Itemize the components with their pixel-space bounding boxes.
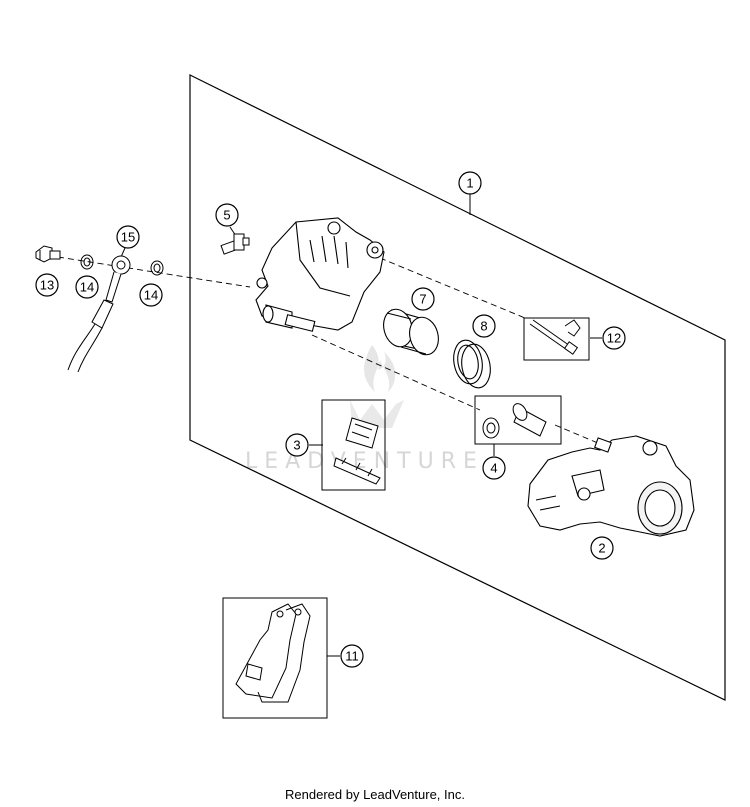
callout-2: 2 [590, 536, 614, 560]
banjo-bolt-part [35, 245, 61, 263]
callout-11: 11 [340, 644, 364, 668]
callout-12-label: 12 [607, 331, 621, 346]
caliper-assembly-frame [189, 74, 726, 701]
callout-4-label: 4 [490, 461, 497, 476]
callout-3-label: 3 [293, 438, 300, 453]
pad-spring-box [321, 399, 386, 491]
pin-kit-box [523, 317, 590, 361]
callout-14-right: 14 [139, 283, 163, 307]
washer-part-left [80, 254, 94, 270]
caliper-body-part [255, 217, 385, 332]
callout-12: 12 [602, 326, 626, 350]
piston-part [383, 308, 439, 356]
seal-ring-part [453, 339, 491, 389]
callout-7-label: 7 [419, 292, 426, 307]
caliper-bracket-part [527, 435, 695, 537]
slide-pin-kit-box [474, 395, 562, 445]
callout-13-label: 13 [40, 278, 54, 293]
footer-credit: Rendered by LeadVenture, Inc. [285, 787, 465, 802]
washer-part-right [150, 260, 164, 276]
brake-pads-box [222, 597, 328, 719]
callout-3: 3 [285, 433, 309, 457]
callout-14-left-label: 14 [80, 280, 94, 295]
callout-8-label: 8 [480, 319, 487, 334]
callout-2-label: 2 [598, 541, 605, 556]
callout-7: 7 [411, 287, 435, 311]
brake-line-part [67, 255, 131, 373]
callout-15: 15 [116, 225, 140, 249]
callout-13: 13 [35, 273, 59, 297]
callout-1: 1 [458, 171, 482, 195]
bleeder-valve-part [220, 233, 250, 255]
watermark-text: LEADVENTURE [245, 449, 484, 474]
callout-5-label: 5 [223, 208, 230, 223]
leadventure-watermark: LEADVENTURE [245, 345, 484, 474]
callout-14-left: 14 [75, 275, 99, 299]
callout-4: 4 [482, 456, 506, 480]
callout-14-right-label: 14 [144, 288, 158, 303]
callout-1-label: 1 [466, 176, 473, 191]
callout-5: 5 [215, 203, 239, 227]
callout-8: 8 [472, 314, 496, 338]
callout-15-label: 15 [121, 230, 135, 245]
callout-11-label: 11 [345, 649, 359, 664]
